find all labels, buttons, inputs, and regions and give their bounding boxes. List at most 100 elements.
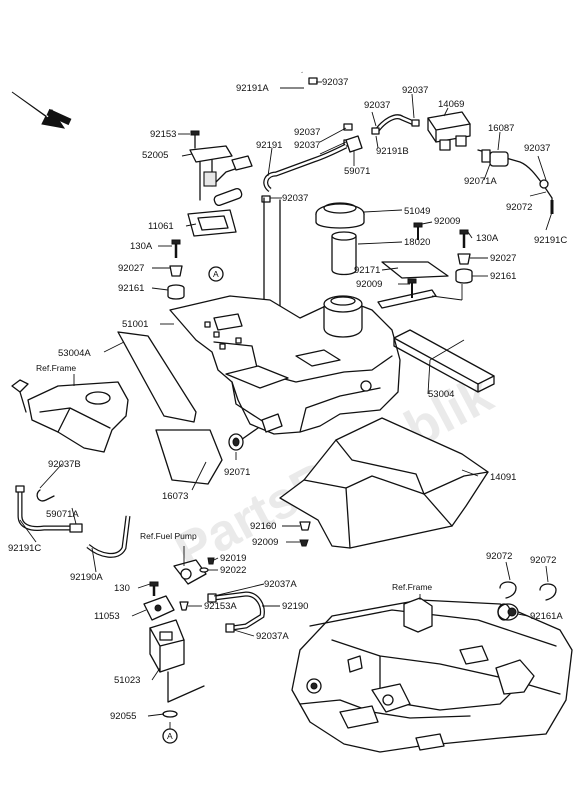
clamp-92171	[377, 261, 449, 309]
label-92191b: 92191B	[376, 146, 409, 157]
fuel-cap-51049	[315, 202, 365, 229]
clip-92072-left	[499, 581, 517, 599]
fuel-tank-51001	[169, 295, 401, 435]
label-92037-f: 92037	[524, 143, 550, 154]
bolt-130a-right	[459, 229, 469, 248]
label-92037-c: 92037	[364, 100, 390, 111]
label-92037-g: 92037	[282, 193, 308, 204]
label-92072-a: 92072	[506, 202, 532, 213]
ref-circle-label: A	[167, 731, 173, 741]
label-92161-left: 92161	[118, 283, 144, 294]
fuel-filter-51023	[149, 619, 185, 673]
label-92171: 92171	[354, 265, 380, 276]
label-92190a: 92190A	[70, 572, 103, 583]
label-92037-a: 92037	[322, 77, 348, 88]
label-59071a: 59071A	[46, 509, 79, 520]
pad-53004a	[117, 331, 197, 423]
ref-circle-label: A	[213, 269, 219, 279]
label-92027-right: 92027	[490, 253, 516, 264]
fuel-line-92190	[213, 591, 265, 631]
label-92022: 92022	[220, 565, 246, 576]
ref-frame-left: Ref.Frame	[36, 363, 76, 373]
clamp-92037-top	[308, 77, 318, 85]
label-92071: 92071	[224, 467, 250, 478]
label-92037-b: 92037	[402, 85, 428, 96]
label-18020: 18020	[404, 237, 430, 248]
label-11053: 11053	[94, 611, 120, 622]
leader-lines	[19, 81, 553, 729]
label-51049: 51049	[404, 206, 430, 217]
label-92191: 92191	[256, 140, 282, 151]
screw-92153a	[179, 601, 189, 611]
label-92191c: 92191C	[534, 235, 567, 246]
damper-92161-right	[455, 268, 473, 284]
ref-fuel-pump: Ref.Fuel Pump	[140, 531, 197, 541]
part-labels: 92191A 92037 92037 14069 92037 92153 920…	[8, 77, 567, 722]
label-130: 130	[114, 583, 130, 594]
label-16087: 16087	[488, 123, 514, 134]
circle-a-bottom: A	[162, 728, 178, 744]
screw-92153	[190, 130, 200, 149]
label-14091: 14091	[490, 472, 516, 483]
hose-92191c-left	[15, 485, 70, 531]
clamp-92037a-upper	[207, 593, 217, 603]
hose-92190a	[86, 515, 131, 558]
collar-92027-left	[169, 265, 183, 277]
damper-92161a	[497, 603, 519, 621]
label-92037-d: 92037	[294, 127, 320, 138]
label-92161a: 92161A	[530, 611, 563, 622]
tray-14091	[279, 417, 489, 549]
label-92153a: 92153A	[204, 601, 237, 612]
label-130a-left: 130A	[130, 241, 153, 252]
grommet-92071	[228, 433, 244, 451]
label-92037b: 92037B	[48, 459, 81, 470]
fitting-59071a	[69, 523, 83, 533]
screw-92160	[299, 521, 311, 531]
collar-92027-right	[457, 253, 471, 265]
label-53004a: 53004A	[58, 348, 91, 359]
pad-53004	[393, 329, 495, 393]
clamp-92037a-lower	[225, 623, 235, 633]
label-92071a: 92071A	[464, 176, 497, 187]
label-92009-a: 92009	[434, 216, 460, 227]
hose-16087	[477, 149, 554, 214]
frame-section-right	[291, 597, 573, 753]
label-92009-b: 92009	[356, 279, 382, 290]
clip-92037b	[36, 489, 55, 502]
label-92072-c: 92072	[530, 555, 556, 566]
frame-section-left	[11, 379, 129, 453]
filler-neck-18020	[331, 231, 357, 276]
label-92191a: 92191A	[236, 83, 269, 94]
screw-92009-low	[299, 539, 309, 547]
fitting-59071	[345, 135, 363, 153]
pad-16073	[155, 429, 223, 485]
drain-line-92055	[162, 671, 205, 718]
label-92009-c: 92009	[252, 537, 278, 548]
label-14069: 14069	[438, 99, 464, 110]
label-59071: 59071	[344, 166, 370, 177]
fuel-pump-bracket	[173, 559, 207, 585]
screw-92009-mid	[407, 278, 417, 298]
label-92037a-upper: 92037A	[264, 579, 297, 590]
ref-frame-right: Ref.Frame	[392, 582, 432, 592]
label-92019: 92019	[220, 553, 246, 564]
label-92161-right: 92161	[490, 271, 516, 282]
label-92072-b: 92072	[486, 551, 512, 562]
screw-92019	[207, 557, 215, 565]
breather-hose-92191a	[300, 65, 345, 128]
bolt-130	[149, 581, 159, 596]
label-53004: 53004	[428, 389, 454, 400]
gasket-11061	[187, 209, 237, 237]
clamp-92037-small	[261, 195, 271, 203]
screw-92009-top	[413, 222, 423, 240]
label-92191c-left: 92191C	[8, 543, 41, 554]
bolt-130a-left	[171, 239, 181, 258]
label-92160: 92160	[250, 521, 276, 532]
label-92027-left: 92027	[118, 263, 144, 274]
label-92190: 92190	[282, 601, 308, 612]
hose-92191	[263, 143, 348, 192]
label-92153: 92153	[150, 129, 176, 140]
label-92037-e: 92037	[294, 140, 320, 151]
label-51023: 51023	[114, 675, 140, 686]
